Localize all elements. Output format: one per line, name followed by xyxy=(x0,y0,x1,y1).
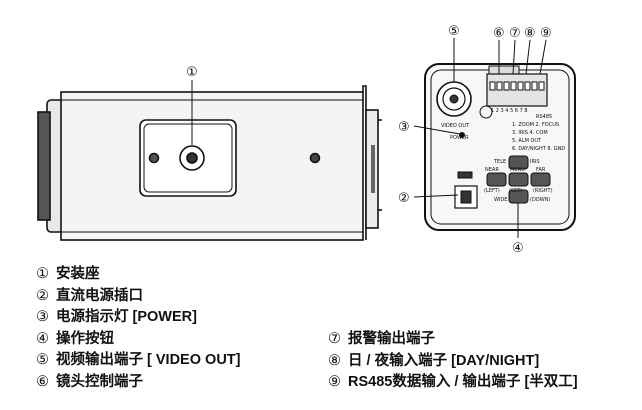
left-label: (LEFT) xyxy=(484,188,500,194)
legend-text: 日 / 夜输入端子 [DAY/NIGHT] xyxy=(348,352,540,369)
legend-text: 直流电源插口 xyxy=(56,287,143,304)
callout-1: ① xyxy=(186,65,198,80)
terminal-desc-3: 5. ALM OUT xyxy=(512,138,542,144)
callout-6: ⑥ xyxy=(493,26,505,41)
legend-number: ⑨ xyxy=(328,374,341,390)
legend-item-buttons: ④ 操作按钮 xyxy=(36,329,240,351)
callout-8: ⑧ xyxy=(524,26,536,41)
terminal-desc-1: 1. ZOOM 2. FOCUS xyxy=(512,122,559,128)
iris-label: IRIS xyxy=(530,159,540,165)
legend-item-alarm-out: ⑦ 报警输出端子 xyxy=(328,329,578,351)
legend-text: RS485数据输入 / 输出端子 [半双工] xyxy=(348,374,578,390)
legend-item-lens-control: ⑥ 镜头控制端子 xyxy=(36,372,240,394)
tele-label: TELE xyxy=(493,159,506,165)
callout-2: ② xyxy=(398,191,410,206)
legend-number: ⑤ xyxy=(36,352,49,368)
set-label: (SET) xyxy=(509,188,522,194)
down-label: (DOWN) xyxy=(530,197,550,203)
legend-item-mount: ① 安装座 xyxy=(36,264,240,286)
legend-item-day-night: ⑧ 日 / 夜输入端子 [DAY/NIGHT] xyxy=(328,351,578,373)
camera-diagram: ① VIDEO OUT POWER xyxy=(37,24,576,256)
callout-9: ⑨ xyxy=(540,26,552,41)
legend-text: 电源指示灯 [POWER] xyxy=(56,309,197,325)
legend-text: 镜头控制端子 xyxy=(56,373,143,390)
legend-number: ④ xyxy=(36,330,49,347)
wide-label: WIDE xyxy=(494,197,507,203)
callout-3: ③ xyxy=(398,120,410,135)
legend-number: ⑥ xyxy=(36,373,49,390)
terminal-pins xyxy=(489,81,545,91)
terminal-desc-2: 3. IRIS 4. COM xyxy=(512,130,548,136)
legend-text: 操作按钮 xyxy=(56,330,114,347)
terminal-desc-4: 6. DAY/NIGHT 8. GND xyxy=(512,146,565,152)
near-label: NEAR xyxy=(485,167,499,173)
camera-side-view xyxy=(37,85,382,241)
callout-7: ⑦ xyxy=(509,26,521,41)
right-label: (RIGHT) xyxy=(533,188,553,194)
callout-4: ④ xyxy=(512,241,524,256)
legend-text: 视频输出端子 [ VIDEO OUT] xyxy=(56,352,241,368)
legend-number: ② xyxy=(36,287,49,304)
legend-text: 安装座 xyxy=(56,266,100,282)
terminal-numbers: 1 2 3 4 5 6 7 8 xyxy=(491,108,528,114)
callout-leaders xyxy=(413,38,547,238)
legend-number: ⑦ xyxy=(328,331,341,347)
legend-right: ⑦ 报警输出端子 ⑧ 日 / 夜输入端子 [DAY/NIGHT] ⑨ RS485数据输… xyxy=(328,329,578,394)
legend-number: ① xyxy=(36,266,49,282)
legend-item-rs485: ⑨ RS485数据输入 / 输出端子 [半双工] xyxy=(328,372,578,394)
legend-text: 报警输出端子 xyxy=(348,331,435,347)
legend-number: ③ xyxy=(36,309,49,325)
rs485-label: RS485 xyxy=(536,114,552,120)
legend-left: ① 安装座 ② 直流电源插口 ③ 电源指示灯 [POWER] ④ 操作按钮 ⑤ 视频输出端… xyxy=(36,264,240,393)
video-out-label: VIDEO OUT xyxy=(441,123,470,129)
menu-label: MENU xyxy=(510,167,525,173)
callout-5: ⑤ xyxy=(448,24,460,39)
far-label: FAR xyxy=(536,167,546,173)
legend-item-video-out: ⑤ 视频输出端子 [ VIDEO OUT] xyxy=(36,350,240,372)
legend-item-dc-jack: ② 直流电源插口 xyxy=(36,286,240,308)
legend-number: ⑧ xyxy=(328,352,341,369)
legend-item-power-led: ③ 电源指示灯 [POWER] xyxy=(36,307,240,329)
power-label: POWER xyxy=(450,135,469,141)
